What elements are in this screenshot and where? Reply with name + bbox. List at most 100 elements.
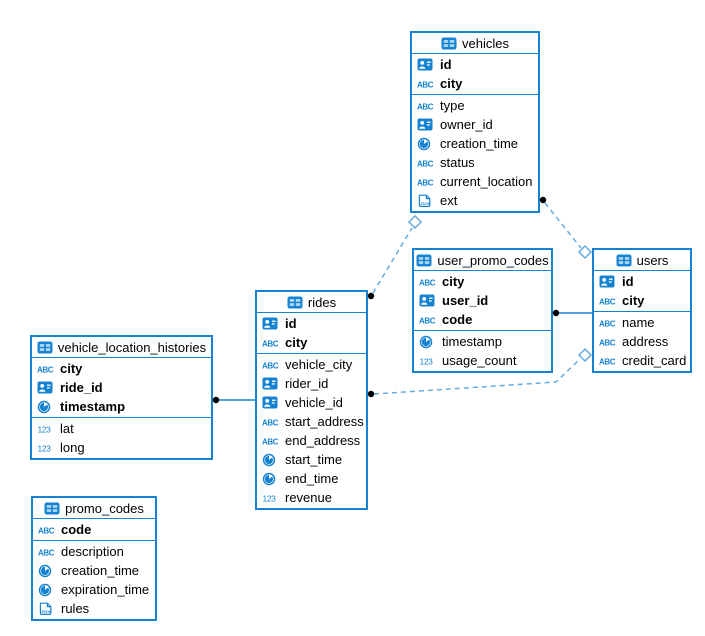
relation-line[interactable] [372, 227, 413, 294]
column-name: city [285, 335, 308, 350]
relation-dot-endpoint [212, 396, 220, 404]
column-row-id[interactable]: id [257, 314, 366, 333]
svg-text:ABC: ABC [262, 418, 279, 427]
column-row-start_time[interactable]: start_time [257, 450, 366, 469]
column-row-city[interactable]: ABC city [257, 333, 366, 352]
column-row-owner_id[interactable]: owner_id [412, 115, 538, 134]
table-header[interactable]: rides [257, 292, 366, 313]
column-row-type[interactable]: ABC type [412, 96, 538, 115]
column-row-ride_id[interactable]: ride_id [32, 378, 211, 397]
column-name: start_address [285, 414, 364, 429]
table-header[interactable]: user_promo_codes [414, 250, 551, 271]
svg-text:ABC: ABC [419, 316, 436, 325]
clock-icon [38, 583, 56, 597]
json-icon: JSON [38, 602, 56, 616]
column-row-expiration_time[interactable]: expiration_time [33, 580, 155, 599]
column-row-city[interactable]: ABC city [412, 74, 538, 93]
column-row-city[interactable]: ABC city [414, 272, 551, 291]
column-row-id[interactable]: id [594, 272, 690, 291]
column-name: start_time [285, 452, 343, 467]
svg-text:JSON: JSON [420, 202, 431, 206]
relation-vehicle_location_histories-to-rides[interactable] [212, 396, 255, 404]
json-icon: JSON [417, 194, 435, 208]
table-header[interactable]: vehicles [412, 33, 538, 54]
column-row-id[interactable]: id [412, 55, 538, 74]
column-row-timestamp[interactable]: timestamp [32, 397, 211, 416]
clock-icon [419, 335, 437, 349]
svg-text:ABC: ABC [419, 278, 436, 287]
column-row-code[interactable]: ABC code [414, 310, 551, 329]
relation-user_promo_codes-to-users[interactable] [552, 309, 592, 317]
id-badge-icon [419, 294, 437, 307]
column-name: end_time [285, 471, 339, 486]
text-abc-icon: ABC [599, 296, 617, 306]
column-row-creation_time[interactable]: creation_time [33, 561, 155, 580]
column-row-end_time[interactable]: end_time [257, 469, 366, 488]
column-row-timestamp[interactable]: timestamp [414, 332, 551, 351]
svg-text:ABC: ABC [417, 102, 434, 111]
column-name: rules [61, 601, 90, 616]
id-badge-icon [37, 381, 55, 394]
column-name: rider_id [285, 376, 329, 391]
column-row-rules[interactable]: JSON rules [33, 599, 155, 618]
text-abc-icon: ABC [262, 338, 280, 348]
column-name: city [440, 76, 463, 91]
column-name: code [442, 312, 473, 327]
svg-text:ABC: ABC [599, 338, 616, 347]
column-row-rider_id[interactable]: rider_id [257, 374, 366, 393]
column-row-start_address[interactable]: ABC start_address [257, 412, 366, 431]
column-name: creation_time [440, 136, 519, 151]
text-abc-icon: ABC [37, 364, 55, 374]
column-name: current_location [440, 174, 533, 189]
table-header[interactable]: promo_codes [33, 498, 155, 519]
table-icon [287, 296, 303, 309]
table-header[interactable]: users [594, 250, 690, 271]
svg-text:ABC: ABC [38, 526, 55, 535]
text-abc-icon: ABC [417, 79, 435, 89]
relation-diamond-endpoint [577, 244, 593, 260]
table-header[interactable]: vehicle_location_histories [32, 337, 211, 358]
relation-line[interactable] [544, 202, 582, 249]
column-name: city [442, 274, 465, 289]
table-card-user_promo_codes[interactable]: user_promo_codes ABC city user_id ABC code… [412, 248, 553, 373]
table-card-vehicles[interactable]: vehicles id ABC city ABC type owner_id cre… [410, 31, 540, 213]
column-name: name [622, 315, 655, 330]
text-abc-icon: ABC [262, 417, 280, 427]
column-row-vehicle_id[interactable]: vehicle_id [257, 393, 366, 412]
svg-text:ABC: ABC [417, 80, 434, 89]
numeric-123-icon: 123 [37, 424, 55, 434]
svg-text:ABC: ABC [37, 365, 54, 374]
relation-diamond-endpoint [407, 214, 423, 230]
column-name: type [440, 98, 465, 113]
table-icon [44, 502, 60, 515]
column-row-user_id[interactable]: user_id [414, 291, 551, 310]
svg-text:123: 123 [263, 493, 277, 503]
svg-text:ABC: ABC [38, 548, 55, 557]
column-name: timestamp [442, 334, 502, 349]
column-name: long [60, 440, 85, 455]
table-name: users [636, 252, 669, 268]
svg-text:ABC: ABC [262, 437, 279, 446]
column-row-creation_time[interactable]: creation_time [412, 134, 538, 153]
